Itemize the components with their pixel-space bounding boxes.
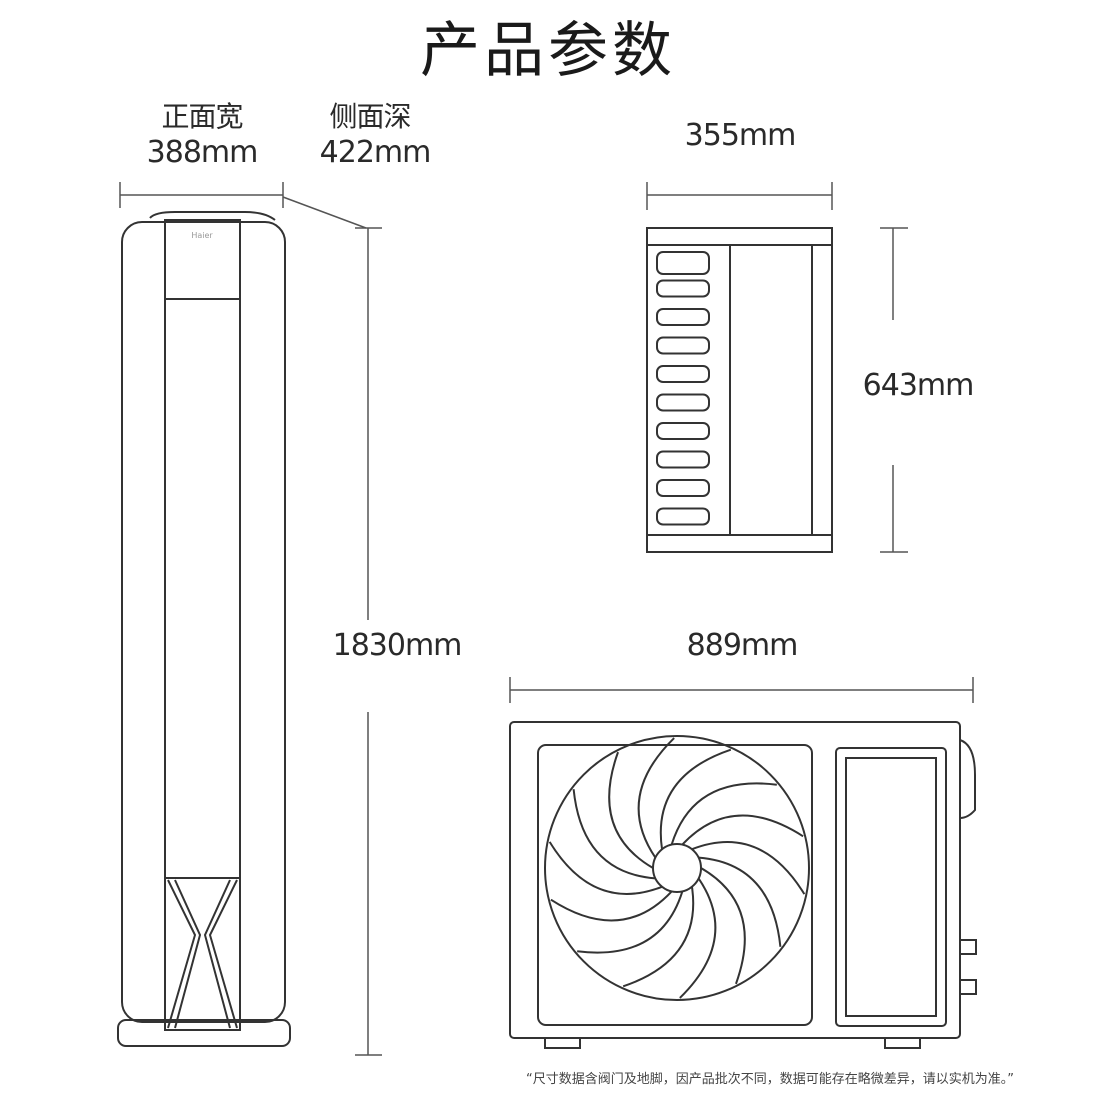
brand-logo: Haier (191, 231, 213, 240)
vent-slot (656, 308, 710, 326)
vent-slot (656, 251, 710, 275)
fan-blade (622, 886, 695, 988)
fan-blade (659, 748, 732, 850)
vent-slot (656, 422, 710, 440)
vent-slot (656, 365, 710, 383)
fan-blade (637, 737, 675, 859)
footnote: “尺寸数据含阀门及地脚，因产品批次不同，数据可能存在略微差异，请以实机为准。” (526, 1072, 1014, 1087)
outdoor-front-drawing (509, 721, 977, 1049)
fan-blade (577, 891, 684, 954)
fan-blade (679, 877, 717, 999)
fan-blade (548, 841, 663, 895)
vent-slot (656, 279, 710, 298)
fan-blade (698, 856, 782, 947)
outdoor-width-value: 889mm (686, 628, 799, 663)
vent-slot (656, 450, 710, 469)
vent-slot (656, 393, 710, 412)
fan-blade (550, 890, 673, 922)
side-depth-label: 侧面深 (329, 100, 411, 133)
fan-blade (691, 841, 806, 895)
vent-slot (656, 507, 710, 526)
front-width-label: 正面宽 (161, 100, 243, 133)
fan-blade (700, 867, 746, 985)
page-title: 产品参数 (420, 16, 676, 86)
outdoor-height-value: 643mm (862, 368, 975, 403)
fan-blade (670, 782, 777, 845)
outdoor-depth-value: 355mm (684, 118, 797, 153)
vent-slot (656, 336, 710, 355)
vent-slot (656, 479, 710, 497)
fan-blade (572, 789, 656, 880)
outdoor-side-drawing (646, 227, 833, 553)
dimension-lines (119, 182, 974, 1056)
fan-blade (681, 814, 804, 846)
indoor-height-value: 1830mm (332, 628, 463, 663)
indoor-unit-drawing: Haier (117, 211, 291, 1047)
side-depth-value: 422mm (319, 135, 432, 170)
fan-blade (608, 751, 654, 869)
front-width-value: 388mm (146, 135, 259, 170)
